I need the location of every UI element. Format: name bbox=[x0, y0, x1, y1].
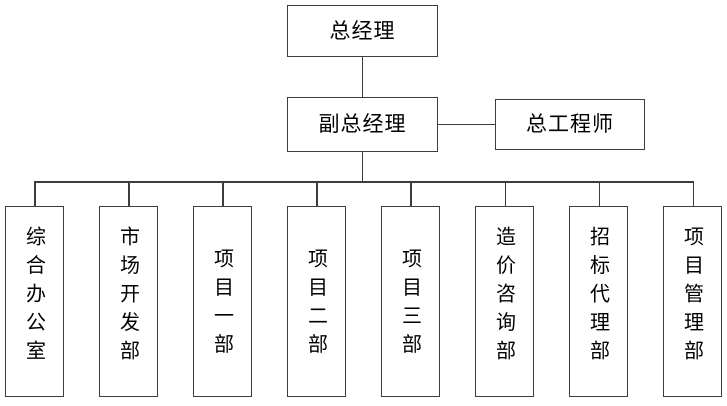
node-department-4[interactable]: 项目二部 bbox=[287, 206, 346, 397]
node-label: 市场开发部 bbox=[116, 226, 141, 369]
node-label: 招标代理部 bbox=[586, 226, 611, 369]
connector-drop-4 bbox=[316, 181, 318, 206]
node-label: 造价咨询部 bbox=[492, 226, 517, 369]
node-department-7[interactable]: 招标代理部 bbox=[569, 206, 628, 397]
node-department-5[interactable]: 项目三部 bbox=[381, 206, 440, 397]
connector-drop-1 bbox=[34, 181, 36, 206]
node-deputy-general-manager[interactable]: 副总经理 bbox=[287, 97, 438, 152]
node-label: 项目二部 bbox=[304, 248, 329, 362]
node-label: 总工程师 bbox=[526, 112, 614, 136]
node-label: 总经理 bbox=[329, 18, 396, 43]
connector-bus-bar bbox=[34, 181, 693, 183]
node-department-8[interactable]: 项目管理部 bbox=[663, 206, 722, 397]
node-label: 综合办公室 bbox=[22, 226, 47, 369]
node-chief-engineer[interactable]: 总工程师 bbox=[495, 99, 645, 150]
connector-deputy-to-chief-engineer bbox=[438, 123, 495, 126]
node-department-6[interactable]: 造价咨询部 bbox=[475, 206, 534, 397]
node-label: 项目一部 bbox=[210, 248, 235, 362]
connector-drop-3 bbox=[222, 181, 224, 206]
node-label: 项目三部 bbox=[398, 248, 423, 362]
node-general-manager[interactable]: 总经理 bbox=[287, 5, 438, 57]
connector-deputy-to-bus bbox=[361, 152, 364, 182]
connector-drop-5 bbox=[410, 181, 412, 206]
node-label: 副总经理 bbox=[318, 112, 407, 136]
connector-drop-7 bbox=[598, 181, 601, 206]
connector-drop-8 bbox=[692, 181, 695, 206]
node-department-2[interactable]: 市场开发部 bbox=[99, 206, 158, 397]
node-department-3[interactable]: 项目一部 bbox=[193, 206, 252, 397]
node-label: 项目管理部 bbox=[680, 226, 705, 369]
connector-drop-2 bbox=[128, 181, 130, 206]
connector-drop-6 bbox=[504, 181, 507, 206]
connector-gm-to-deputy bbox=[361, 57, 364, 97]
node-department-1[interactable]: 综合办公室 bbox=[5, 206, 64, 397]
